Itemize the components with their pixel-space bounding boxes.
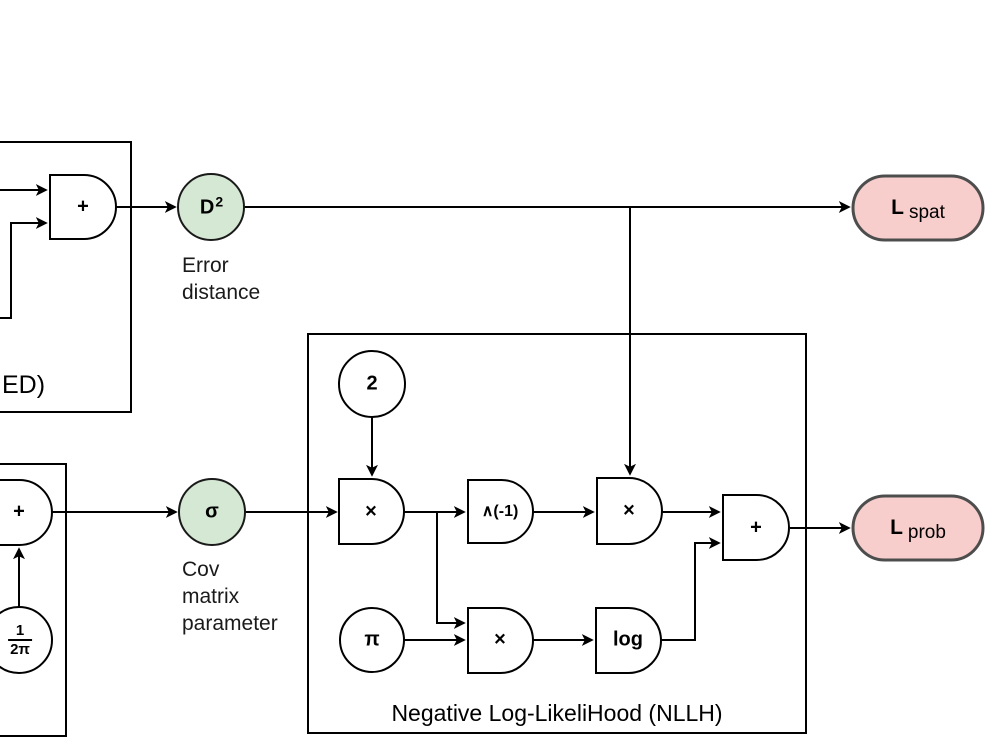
nllh-box [307,333,807,734]
l-spat-sub: spat [908,202,945,223]
cov-caption-line3: parameter [182,612,278,635]
const-pi-label: π [364,628,380,651]
nllh-sum-label: + [750,516,762,539]
sed-sum-label: + [77,195,89,218]
d2-base: D [199,196,215,219]
log-gate [595,607,662,674]
half-two-pi-label: 1 2π [8,622,32,658]
mult-top-label: × [365,500,377,523]
error-distance-caption-line2: distance [182,281,261,304]
cov-matrix-caption: Cov matrix parameter [182,556,278,637]
d2-node [177,173,245,241]
log-label: log [613,628,643,651]
half-two-pi-numerator: 1 [15,622,25,639]
const-two-label: 2 [366,372,378,395]
mult-gate-right [596,477,663,545]
pow-inverse-gate [467,479,534,544]
const-two-node [338,350,406,418]
left-sum-label: + [13,500,25,523]
left-sum-gate [0,479,53,546]
sigma-label: σ [205,500,219,523]
error-distance-caption: Error distance [182,252,260,306]
edge-log-to-nllhsum [661,537,721,641]
edge-input2-to-sed-sum [0,217,48,319]
l-prob-base: L [890,516,903,539]
nllh-box-title: Negative Log-LikeliHood (NLLH) [391,700,723,726]
cov-caption-line2: matrix [182,585,240,608]
l-prob-sub: prob [907,522,946,543]
mult-gate-bottom [467,607,534,674]
sed-box-label: ED) [2,371,46,399]
error-distance-caption-line1: Error [182,254,229,277]
edge-multtop-branch-to-mult-bottom [436,512,466,629]
d2-label: D2 [199,193,224,220]
pow-inverse-label: ∧(-1) [481,503,519,520]
mult-gate-top [338,478,405,545]
l-prob-node [851,494,985,562]
l-spat-node [851,174,985,242]
l-prob-label: L prob [890,516,946,543]
mult-bottom-label: × [494,628,506,651]
cov-box [0,463,67,737]
const-pi-node [339,607,405,673]
l-spat-label: L spat [891,196,945,223]
nllh-sum-gate [722,494,790,561]
d2-superscript: 2 [215,193,224,210]
cov-caption-line1: Cov [182,558,220,581]
sigma-node [178,478,246,546]
sed-box [0,141,132,413]
half-two-pi-denominator: 2π [8,639,32,658]
mult-right-label: × [623,499,635,522]
l-spat-base: L [891,196,904,219]
sed-sum-gate [49,174,117,240]
